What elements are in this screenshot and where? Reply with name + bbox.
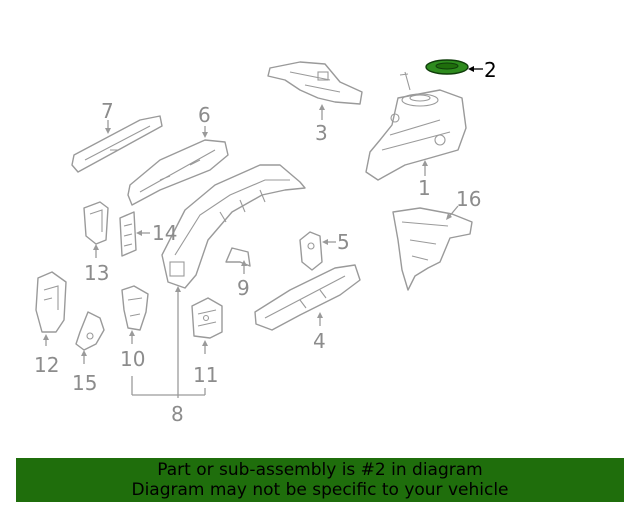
- svg-text:4: 4: [313, 329, 326, 353]
- callout-10[interactable]: 10: [120, 330, 145, 371]
- callout-6[interactable]: 6: [198, 103, 211, 138]
- svg-text:16: 16: [456, 187, 481, 211]
- callout-13[interactable]: 13: [84, 244, 109, 285]
- callout-2[interactable]: 2: [468, 58, 497, 82]
- part-14-plate[interactable]: [119, 211, 137, 257]
- banner-line-2: Diagram may not be specific to your vehi…: [131, 480, 509, 500]
- part-4-lower-rail[interactable]: [254, 264, 361, 331]
- callout-16[interactable]: 16: [446, 187, 481, 220]
- callout-12[interactable]: 12: [34, 334, 59, 377]
- part-12-side-plate[interactable]: [35, 271, 67, 333]
- part-5-bracket[interactable]: [299, 231, 323, 271]
- part-1-strut-tower[interactable]: [365, 71, 467, 181]
- callout-7[interactable]: 7: [101, 99, 114, 134]
- svg-text:8: 8: [171, 402, 184, 426]
- callout-4[interactable]: 4: [313, 312, 326, 353]
- part-6-rail[interactable]: [127, 139, 229, 206]
- svg-text:9: 9: [237, 276, 250, 300]
- part-11-bracket[interactable]: [191, 297, 223, 339]
- part-2-cap[interactable]: [425, 59, 469, 75]
- svg-text:3: 3: [315, 121, 328, 145]
- svg-text:12: 12: [34, 353, 59, 377]
- info-banner: Part or sub-assembly is #2 in diagram Di…: [16, 458, 624, 502]
- svg-text:1: 1: [418, 176, 431, 200]
- svg-text:6: 6: [198, 103, 211, 127]
- part-15-bracket[interactable]: [75, 311, 105, 351]
- callout-14[interactable]: 14: [136, 221, 177, 245]
- svg-text:7: 7: [101, 99, 114, 123]
- part-16-reinforcement[interactable]: [392, 207, 473, 291]
- part-7-rail[interactable]: [71, 115, 163, 173]
- svg-text:11: 11: [193, 363, 218, 387]
- svg-text:15: 15: [72, 371, 97, 395]
- callout-9[interactable]: 9: [237, 260, 250, 300]
- part-3-bracket[interactable]: [267, 61, 363, 105]
- part-9-clip[interactable]: [225, 247, 251, 267]
- svg-text:14: 14: [152, 221, 177, 245]
- part-13-bracket[interactable]: [83, 201, 109, 245]
- svg-text:2: 2: [484, 58, 497, 82]
- callout-3[interactable]: 3: [315, 104, 328, 145]
- callout-15[interactable]: 15: [72, 350, 97, 395]
- callout-5[interactable]: 5: [322, 230, 350, 254]
- parts-diagram: 2 1 3 7 6: [34, 58, 497, 426]
- svg-text:13: 13: [84, 261, 109, 285]
- part-10-bracket[interactable]: [121, 285, 149, 331]
- svg-text:10: 10: [120, 347, 145, 371]
- svg-text:5: 5: [337, 230, 350, 254]
- banner-line-1: Part or sub-assembly is #2 in diagram: [157, 460, 483, 480]
- callout-11[interactable]: 11: [193, 340, 218, 387]
- callout-1[interactable]: 1: [418, 160, 431, 200]
- callout-8[interactable]: 8: [131, 286, 206, 426]
- part-8-apron-arch[interactable]: [161, 164, 306, 289]
